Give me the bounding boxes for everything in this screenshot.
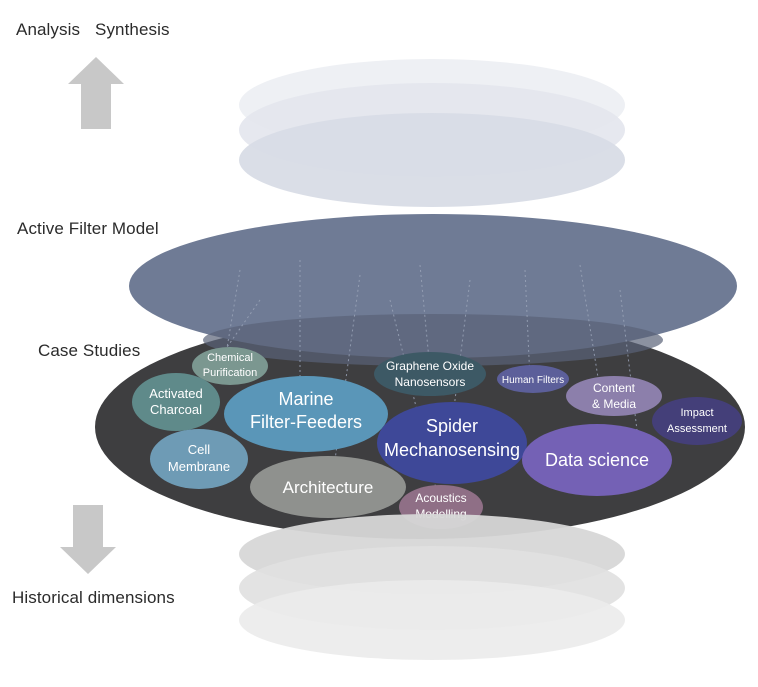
bubble-spider-mechanosensing: Spider Mechanosensing	[377, 402, 527, 484]
bubble-text-chemical: Chemical	[207, 352, 253, 364]
lower-disc-3	[239, 580, 625, 660]
bubble-text-acoustics: Acoustics	[415, 491, 466, 505]
lower-layer-discs	[239, 514, 625, 660]
bubble-marine-filter-feeders: Marine Filter-Feeders	[224, 376, 388, 452]
label-historical-dimensions: Historical dimensions	[12, 588, 175, 607]
upper-layer-discs	[239, 59, 625, 207]
bubble-text-purification: Purification	[203, 367, 257, 379]
bubble-impact-assessment: Impact Assessment	[652, 397, 742, 445]
down-arrow-icon	[60, 505, 116, 574]
bubble-text-media: & Media	[592, 397, 636, 411]
bubble-text-human-filters: Human Filters	[502, 375, 564, 386]
bubble-architecture: Architecture	[250, 456, 406, 518]
label-active-filter-model: Active Filter Model	[17, 219, 159, 238]
bubble-activated-charcoal: Activated Charcoal	[132, 373, 220, 431]
bubble-text-cell: Cell	[188, 442, 211, 457]
label-case-studies: Case Studies	[38, 341, 141, 360]
bubble-text-mechanosensing: Mechanosensing	[384, 440, 520, 460]
bubble-text-charcoal: Charcoal	[150, 402, 202, 417]
bubble-text-filter-feeders: Filter-Feeders	[250, 412, 362, 432]
bubble-text-graphene: Graphene Oxide	[386, 359, 474, 373]
disc-overlap	[203, 314, 663, 366]
label-synthesis: Synthesis	[95, 20, 170, 39]
up-arrow-icon	[68, 57, 124, 129]
upper-disc-3	[239, 113, 625, 207]
bubble-human-filters: Human Filters	[497, 365, 569, 393]
bubble-text-spider: Spider	[426, 416, 478, 436]
label-analysis: Analysis	[16, 20, 81, 39]
bubble-text-marine: Marine	[278, 389, 333, 409]
bubble-graphene-oxide: Graphene Oxide Nanosensors	[374, 352, 486, 396]
bubble-text-membrane: Membrane	[168, 459, 230, 474]
bubble-text-nanosensors: Nanosensors	[395, 375, 466, 389]
bubble-text-assessment: Assessment	[667, 423, 727, 435]
bubble-data-science: Data science	[522, 424, 672, 496]
bubble-cell-membrane: Cell Membrane	[150, 429, 248, 489]
bubble-text-impact: Impact	[680, 407, 713, 419]
bubble-text-content: Content	[593, 381, 636, 395]
bubble-content-media: Content & Media	[566, 376, 662, 416]
bubble-chemical-purification: Chemical Purification	[192, 347, 268, 385]
bubble-text-data-science: Data science	[545, 450, 649, 470]
bubble-text-activated: Activated	[149, 386, 202, 401]
bubble-text-architecture: Architecture	[283, 478, 374, 497]
